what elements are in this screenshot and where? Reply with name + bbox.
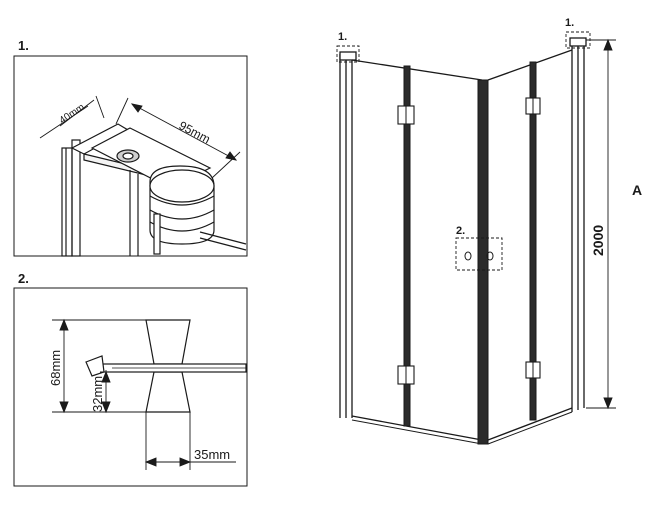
right-wall-profile [569, 37, 587, 412]
height-dim-label: A [632, 182, 642, 198]
detail-1-panel: 1. [13, 38, 248, 257]
handle-knobs [464, 251, 494, 261]
right-knob-icon [486, 251, 494, 261]
callout-box-handle [455, 237, 503, 271]
detail-2-label: 2. [18, 271, 29, 286]
height-dim-value: 2000 [590, 225, 606, 256]
left-fold-profile [403, 65, 411, 427]
detail-1-dim-40: 40mm [58, 102, 87, 127]
detail-1-dimension-lines [39, 95, 241, 179]
handle-knob-drawing [85, 319, 247, 413]
left-knob-icon [464, 251, 472, 261]
detail-1-label: 1. [18, 38, 29, 53]
detail-2-dimension-lines [52, 318, 236, 470]
detail-2-dim-32: 32mm [90, 376, 105, 412]
detail-2-dim-68: 68mm [48, 350, 63, 386]
detail-2-frame [13, 287, 248, 487]
detail-2-dim-35: 35mm [194, 447, 230, 462]
callout-label-handle: 2. [456, 225, 465, 237]
detail-1-dim-95: 95mm [177, 118, 213, 146]
right-fold-profile [529, 61, 537, 421]
top-hinge-detail-drawing [61, 123, 247, 257]
callout-label-top-right: 1. [565, 17, 574, 29]
detail-2-panel: 2. [13, 271, 248, 487]
callout-box-top-left [336, 45, 360, 63]
shower-enclosure-drawing [339, 37, 587, 445]
left-wall-profile [339, 51, 357, 418]
callout-label-top-left: 1. [338, 31, 347, 43]
corner-profile [477, 79, 489, 445]
height-dimension-lines [586, 38, 616, 410]
